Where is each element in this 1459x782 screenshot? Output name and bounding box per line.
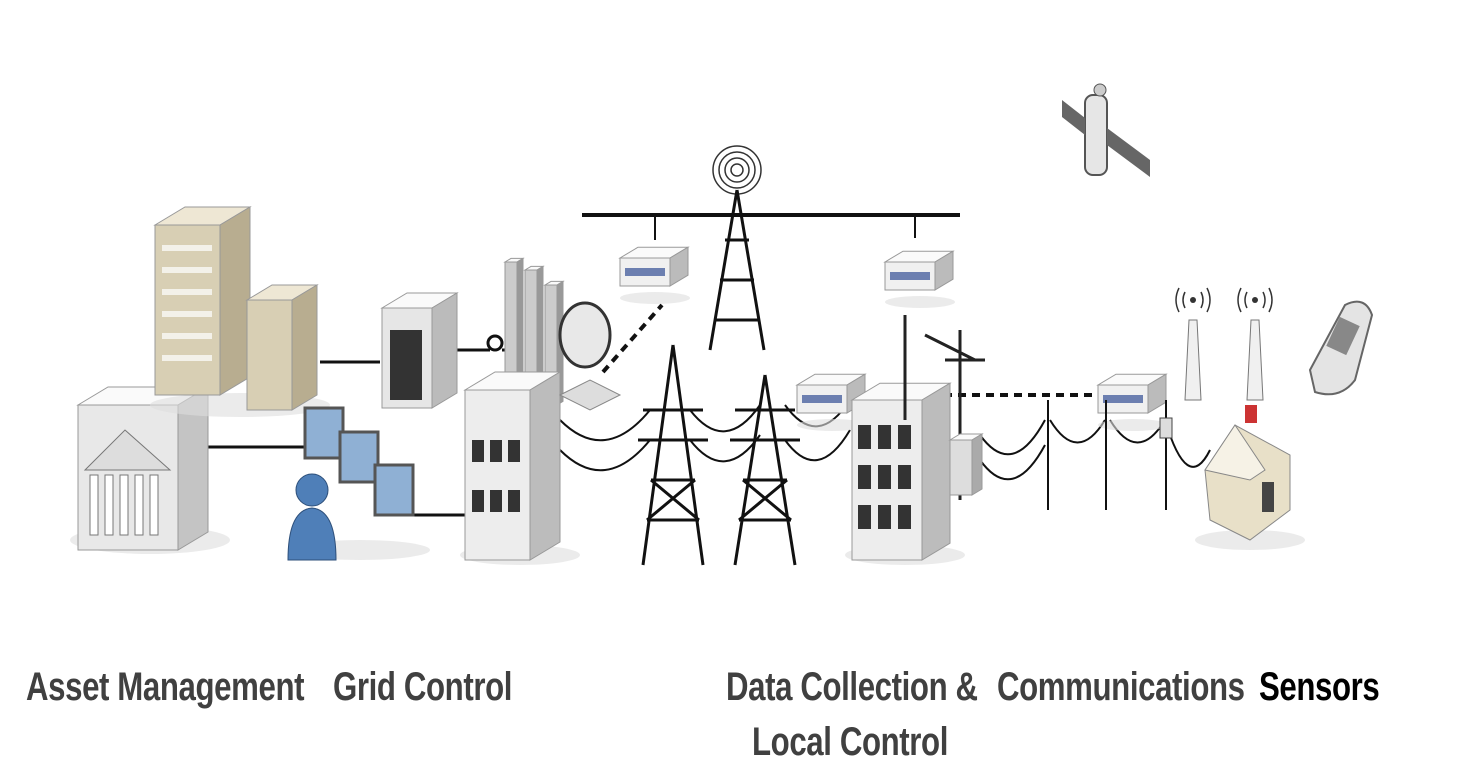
operator-workstation-icon	[290, 406, 430, 560]
satellite-icon	[1062, 83, 1150, 177]
connection-lines	[198, 213, 1100, 517]
cell-tower-2-icon	[1237, 287, 1273, 401]
control-server-icon	[380, 292, 459, 409]
substation-building-icon	[845, 315, 985, 565]
label-asset-management: Asset Management	[26, 665, 305, 709]
server-towers-icon	[150, 206, 330, 417]
label-data-collection: Data Collection &	[726, 665, 978, 709]
router-mid-icon	[795, 373, 867, 431]
cell-tower-1-icon	[1175, 287, 1211, 401]
power-plant-icon	[460, 257, 580, 565]
distribution-poles-icon	[1047, 400, 1173, 510]
router-communications-icon	[1096, 373, 1168, 431]
label-grid-control: Grid Control	[333, 665, 513, 709]
handheld-device-icon	[1308, 300, 1374, 396]
label-sensors: Sensors	[1259, 665, 1380, 709]
house-icon	[1195, 405, 1305, 550]
radio-tower-icon	[708, 145, 766, 351]
router-top-left-icon	[618, 246, 690, 304]
router-top-right-icon	[883, 250, 955, 308]
asset-management-building-icon	[70, 386, 230, 554]
operator-person-icon	[287, 473, 337, 561]
label-communications: Communications	[997, 665, 1245, 709]
satellite-dish-icon	[558, 301, 622, 411]
transmission-pylon-2-icon	[730, 374, 800, 566]
transmission-pylon-1-icon	[638, 344, 708, 566]
label-local-control: Local Control	[752, 720, 948, 764]
